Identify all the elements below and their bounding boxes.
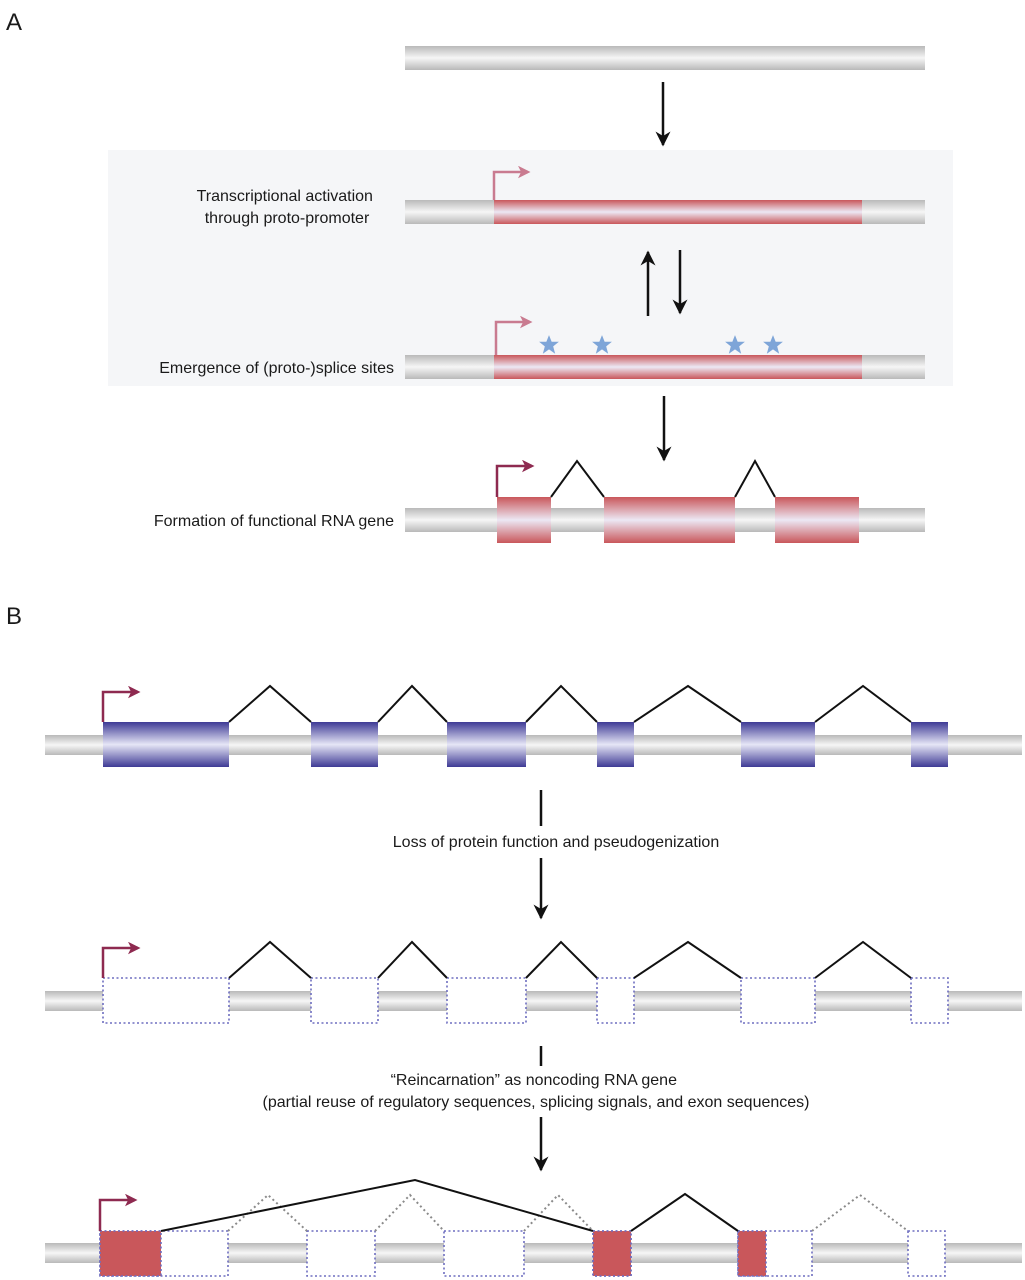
old-intron-splice — [374, 1193, 445, 1232]
ncrna-exon — [99, 1230, 162, 1277]
promoter-arrow-icon — [98, 1193, 138, 1231]
promoter-arrow-icon — [101, 941, 141, 978]
intron-splice — [525, 940, 598, 979]
pseudo-exon — [306, 1230, 376, 1277]
pseudo-exon — [910, 977, 949, 1024]
coding-exon — [447, 722, 526, 767]
reincarnation-label: “Reincarnation” as noncoding RNA gene (p… — [263, 1072, 810, 1111]
intron-splice — [633, 684, 742, 723]
splice-sites-label: Emergence of (proto-)splice sites — [159, 360, 394, 377]
intron-splice — [377, 940, 448, 979]
ncrna-intron-splice — [630, 1192, 739, 1232]
intron-splice — [550, 459, 605, 498]
intron-splice — [525, 684, 598, 723]
ncrna-exon — [592, 1230, 632, 1277]
promoter-arrow-icon — [492, 165, 531, 200]
old-intron-splice — [811, 1193, 909, 1232]
pseudo-exon — [443, 1230, 525, 1277]
exon — [497, 497, 551, 543]
intron-splice — [228, 684, 312, 723]
coding-exon — [311, 722, 378, 767]
pseudo-exon — [740, 977, 816, 1024]
ncrna-intron-splice — [160, 1178, 594, 1232]
old-intron-splice — [523, 1193, 594, 1232]
intron-splice — [228, 940, 312, 979]
intron-splice — [814, 684, 912, 723]
panel-a-label: A — [6, 9, 22, 36]
intron-splice — [377, 684, 448, 723]
genomic-dna — [405, 46, 925, 70]
coding-exon — [911, 722, 948, 767]
transcriptional-activation-label: Transcriptional activation through proto… — [197, 188, 378, 227]
panel-b-label: B — [6, 603, 22, 630]
ncrna-exon — [737, 1230, 767, 1277]
old-intron-splice — [227, 1193, 308, 1232]
transcribed-region — [494, 200, 862, 224]
pseudo-exon — [907, 1230, 946, 1277]
pseudogenization-label: Loss of protein function and pseudogeniz… — [393, 834, 719, 851]
exon — [775, 497, 859, 543]
promoter-arrow-icon — [495, 459, 535, 497]
transcribed-region — [494, 355, 862, 379]
exon — [604, 497, 735, 543]
promoter-arrow-icon — [101, 685, 141, 722]
pseudo-exon — [102, 977, 230, 1024]
proto-stage-panel — [108, 150, 953, 386]
coding-exon — [597, 722, 634, 767]
pseudo-exon — [310, 977, 379, 1024]
pseudo-exon — [596, 977, 635, 1024]
coding-exon — [741, 722, 815, 767]
promoter-arrow-icon — [494, 315, 533, 355]
coding-exon — [103, 722, 229, 767]
intron-splice — [633, 940, 742, 979]
intron-splice — [734, 458, 776, 498]
functional-rna-gene-label: Formation of functional RNA gene — [154, 513, 394, 530]
pseudo-exon — [446, 977, 527, 1024]
intron-splice — [814, 940, 912, 979]
